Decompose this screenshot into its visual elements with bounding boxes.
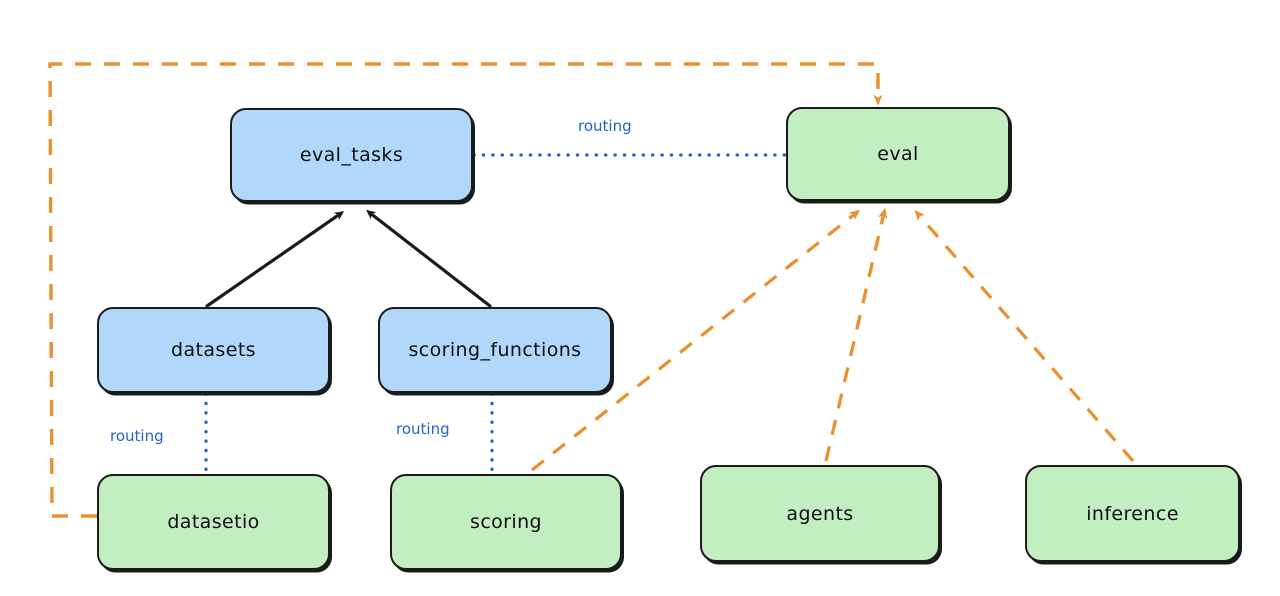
node-agents[interactable]: agents — [700, 465, 940, 562]
node-scoring-functions-label: scoring_functions — [408, 339, 582, 361]
node-datasets-label: datasets — [171, 339, 256, 361]
edge-label-routing-scoring: routing — [396, 420, 450, 438]
node-datasets[interactable]: datasets — [97, 307, 330, 393]
node-datasetio[interactable]: datasetio — [97, 474, 330, 570]
node-inference-label: inference — [1086, 502, 1179, 525]
node-inference[interactable]: inference — [1025, 465, 1240, 562]
edge-datasetio-to-eval — [48, 62, 883, 518]
edge-datasets-to-eval-tasks — [205, 211, 345, 308]
node-agents-label: agents — [786, 502, 854, 525]
node-eval-label: eval — [877, 143, 919, 165]
edge-label-routing-eval: routing — [578, 117, 632, 135]
node-eval-tasks[interactable]: eval_tasks — [230, 108, 473, 202]
node-scoring-functions[interactable]: scoring_functions — [378, 307, 612, 393]
node-eval-tasks-label: eval_tasks — [299, 144, 404, 166]
edge-scoring-functions-to-eval-tasks — [366, 209, 492, 308]
node-eval[interactable]: eval — [786, 107, 1010, 201]
node-scoring-label: scoring — [470, 511, 542, 533]
edge-scoring-to-eval — [530, 209, 861, 472]
edge-inference-to-eval — [914, 209, 1135, 463]
node-scoring[interactable]: scoring — [390, 474, 622, 570]
edge-label-routing-datasetio: routing — [110, 427, 164, 445]
node-datasetio-label: datasetio — [167, 511, 260, 533]
